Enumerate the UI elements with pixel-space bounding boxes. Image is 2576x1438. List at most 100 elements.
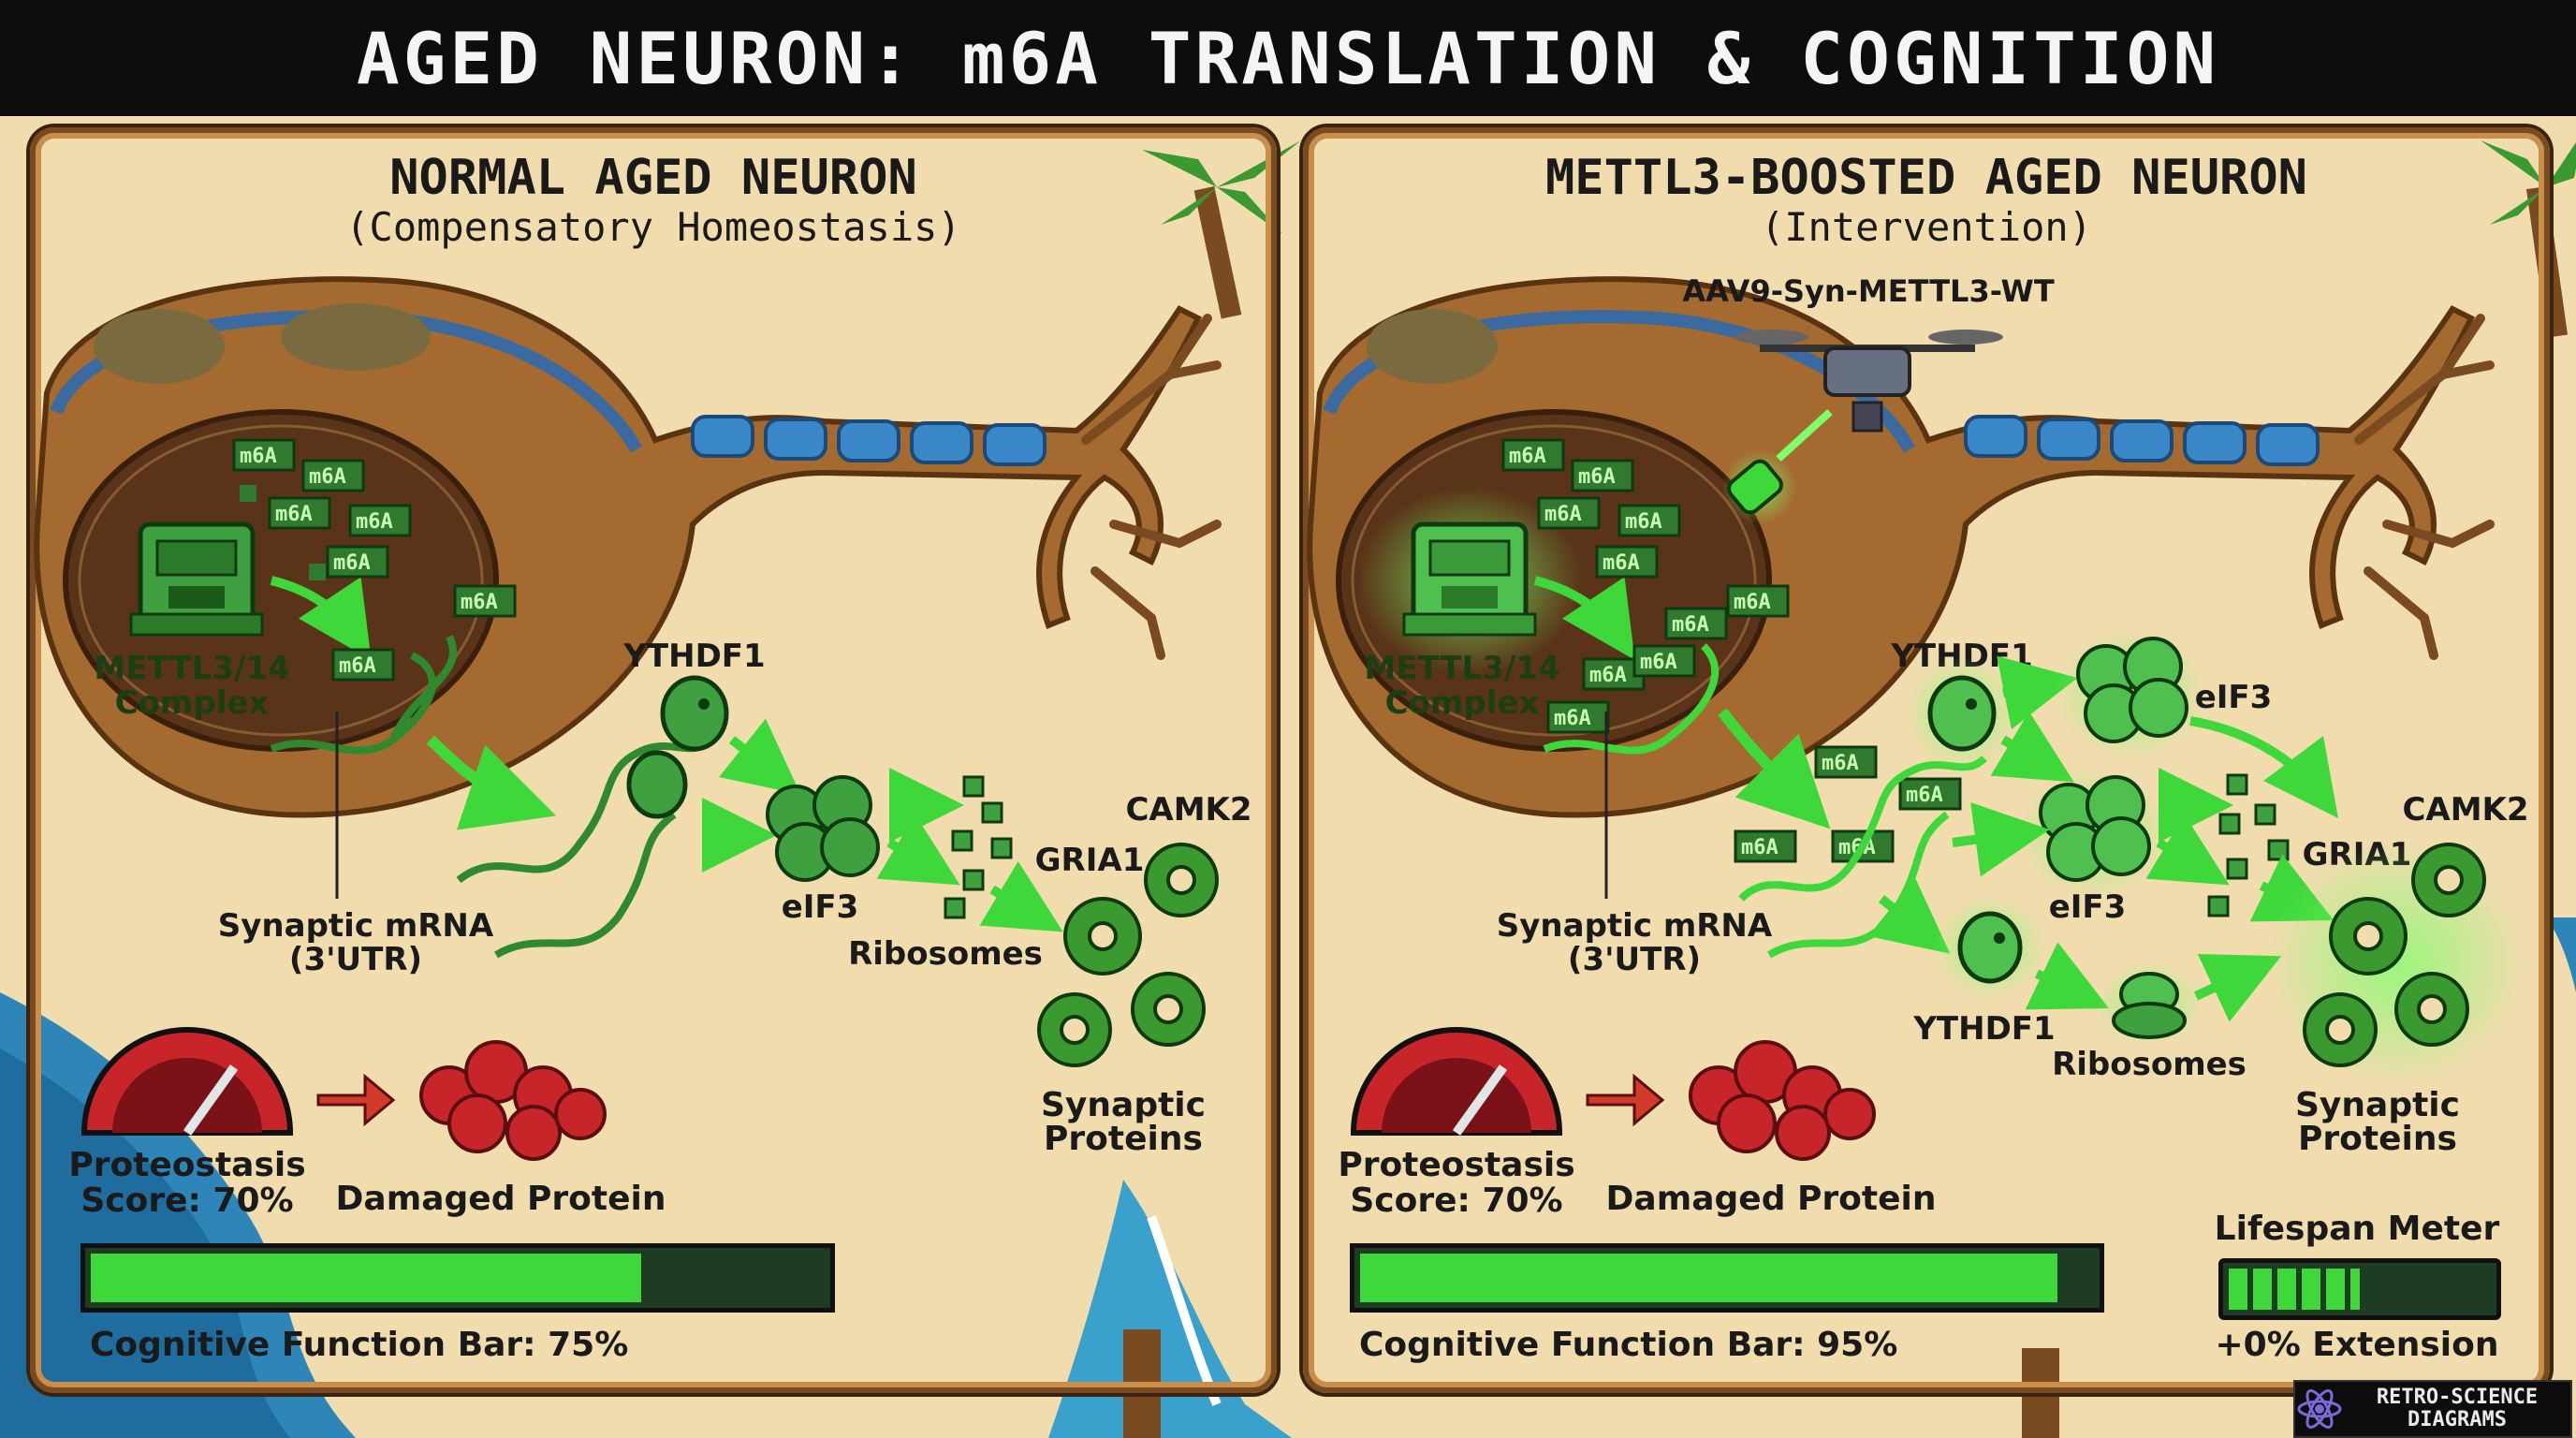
arrow — [1952, 802, 2050, 877]
m6a-tag: m6A — [348, 504, 412, 537]
panel-mettl3-boosted-neuron — [1303, 127, 2550, 1393]
arrow — [1533, 576, 1635, 660]
gear-icon — [1144, 843, 1219, 917]
aav-capsule-icon — [1727, 459, 1783, 515]
gears-glow — [2265, 843, 2527, 1086]
svg-text:m6A: m6A — [1603, 551, 1640, 575]
mettl3-complex-machine — [1402, 521, 1537, 637]
right-eif3-top-label: eIF3 — [2195, 679, 2273, 716]
left-ythdf1-label: YTHDF1 — [622, 638, 765, 675]
right-camk2-label: CAMK2 — [2402, 791, 2528, 829]
m6a-tag: m6A — [1501, 438, 1565, 472]
left-cognitive-label: Cognitive Function Bar: 75% — [90, 1326, 628, 1364]
vector-label: AAV9-Syn-METTL3-WT — [1682, 273, 2055, 309]
arrow — [426, 735, 557, 830]
retro-science-badge: RETRO-SCIENCE DIAGRAMS — [2293, 1380, 2572, 1438]
mrna-strand — [493, 811, 677, 959]
mrna-strand — [270, 635, 457, 755]
gauge-icon — [1350, 1027, 1563, 1136]
right-cognitive-bar-fill — [1360, 1254, 2057, 1302]
svg-text:m6A: m6A — [1734, 591, 1771, 614]
eif3-complex — [2076, 637, 2188, 743]
svg-text:m6A: m6A — [1672, 613, 1709, 637]
main-title: AGED NEURON: m6A TRANSLATION & COGNITION — [356, 16, 2220, 100]
left-eif3-label: eIF3 — [782, 888, 859, 926]
ythdf1-protein — [1957, 911, 2023, 984]
m6a-tag: m6A — [1632, 644, 1696, 678]
eif3-complex — [2039, 775, 2151, 882]
badge-line-2: DIAGRAMS — [2408, 1408, 2507, 1431]
svg-text:m6A: m6A — [1906, 784, 1943, 807]
left-panel-subtitle: (Compensatory Homeostasis) — [345, 204, 961, 250]
arrow — [2193, 954, 2282, 1022]
arrow — [979, 860, 1063, 932]
m6a-tag: m6A — [453, 584, 517, 618]
left-cognitive-bar — [80, 1243, 835, 1313]
right-cognitive-bar — [1350, 1243, 2104, 1313]
right-synaptic-label-1: Synaptic — [2295, 1086, 2460, 1124]
right-damaged-protein-label: Damaged Protein — [1606, 1180, 1937, 1218]
mettl3-complex-machine — [129, 521, 264, 637]
right-panel-subtitle: (Intervention) — [1760, 204, 2092, 250]
left-synaptic-label-2: Proteins — [1044, 1120, 1203, 1158]
svg-text:m6A: m6A — [1509, 445, 1546, 468]
svg-text:m6A: m6A — [339, 654, 376, 678]
ythdf1-protein — [626, 675, 729, 819]
right-eif3-mid-label: eIF3 — [2049, 888, 2127, 926]
m6a-tag: m6A — [1726, 584, 1790, 618]
m6a-tag: m6A — [331, 648, 395, 682]
left-proteostasis-label-1: Proteostasis — [68, 1146, 305, 1184]
gear-icon — [2329, 897, 2408, 976]
m6a-tag: m6A — [1571, 459, 1634, 492]
m6a-tag: m6A — [1814, 745, 1878, 779]
right-mrna-label-1: Synaptic mRNA — [1497, 907, 1773, 945]
left-panel-title: NORMAL AGED NEURON — [389, 150, 917, 206]
svg-text:m6A: m6A — [1640, 651, 1677, 674]
lifespan-meter — [2218, 1258, 2501, 1320]
right-synaptic-label-2: Proteins — [2298, 1120, 2457, 1158]
lifespan-title: Lifespan Meter — [2215, 1210, 2500, 1248]
left-mrna-label-2: (3'UTR) — [289, 941, 422, 978]
damaged-protein-icon — [419, 1040, 607, 1161]
lifespan-meter-fill — [2229, 1269, 2360, 1310]
ythdf1-protein — [1927, 675, 1997, 752]
m6a-tag: m6A — [268, 496, 331, 530]
gear-icon — [2394, 972, 2469, 1047]
m6a-tag: m6A — [1664, 607, 1728, 640]
m6a-tag: m6A — [232, 438, 296, 472]
gear-icon — [1037, 992, 1112, 1067]
atom-icon — [2297, 1389, 2342, 1429]
gear-icon — [1063, 897, 1142, 976]
right-ribosomes-label: Ribosomes — [2052, 1046, 2247, 1083]
svg-text:m6A: m6A — [240, 445, 277, 468]
ribosome-icon — [2112, 972, 2187, 1039]
m6a-tag: m6A — [1595, 545, 1659, 579]
right-ythdf1-bottom-label: YTHDF1 — [1912, 1010, 2055, 1048]
m6a-tag: m6A — [301, 459, 365, 492]
gauge-icon — [80, 1027, 294, 1136]
svg-text:m6A: m6A — [333, 551, 371, 575]
left-camk2-label: CAMK2 — [1125, 791, 1251, 829]
left-ribosomes-label: Ribosomes — [848, 935, 1043, 973]
m6a-tag: m6A — [326, 545, 389, 579]
gear-icon — [1131, 972, 1206, 1047]
arrow — [316, 1073, 396, 1127]
m6a-dot — [240, 485, 256, 502]
title-bar: AGED NEURON: m6A TRANSLATION & COGNITION — [0, 0, 2576, 116]
gear-icon — [2303, 992, 2378, 1067]
svg-text:m6A: m6A — [1554, 707, 1591, 730]
palm-tree-icon — [1142, 140, 1301, 319]
m6a-tag: m6A — [1734, 829, 1797, 863]
left-synaptic-label-1: Synaptic — [1041, 1086, 1206, 1124]
palm-tree-icon — [1123, 1329, 2059, 1438]
arrow — [2025, 942, 2110, 1010]
svg-text:m6A: m6A — [1544, 503, 1582, 526]
right-complex-label-1: METTL3/14 — [1364, 650, 1559, 687]
svg-text:m6A: m6A — [356, 510, 393, 534]
right-complex-label-2: Complex — [1385, 684, 1540, 722]
right-mrna-label-2: (3'UTR) — [1568, 941, 1701, 978]
left-cognitive-bar-fill — [91, 1254, 641, 1302]
m6a-tag: m6A — [1831, 829, 1895, 863]
svg-text:m6A: m6A — [1625, 510, 1662, 534]
arrow — [876, 814, 960, 886]
